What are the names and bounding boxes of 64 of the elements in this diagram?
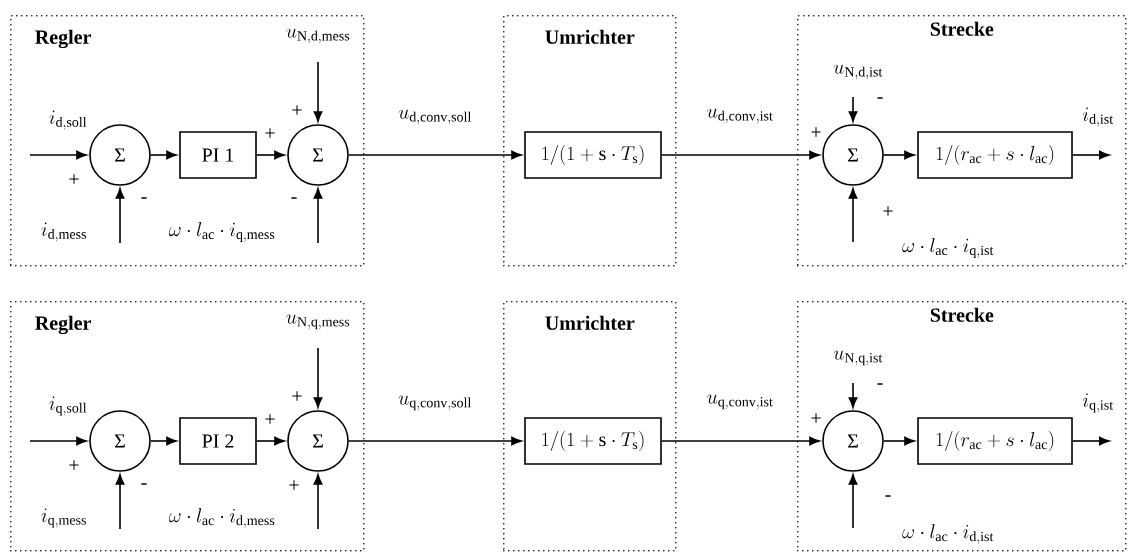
sign-label: + [265,414,275,424]
arrow [348,150,522,160]
arrow [313,61,323,122]
signal-label: $i_{\mathrm{q,soll}}$ [49,396,87,416]
signal-label: $\omega\cdot l_{\mathrm{ac}}\cdot i_{\mathrm{d,ist}}$ [902,524,994,544]
signal-label: $i_{\mathrm{d,mess}}$ [41,222,86,242]
signal-label: $i_{\mathrm{d,ist}}$ [1082,107,1114,127]
sign-label: - [141,483,147,485]
arrow [848,188,858,243]
arrow [1072,436,1110,446]
signal-label: $u_{\mathrm{d,conv,soll}}$ [398,109,472,125]
transfer-block: $1/(1+\mathrm{s}\cdot T_{\mathrm{s}})$ [524,131,662,179]
sign-label: + [265,128,275,138]
arrow [256,436,285,446]
signal-label: $u_{\mathrm{q,conv,soll}}$ [398,395,472,411]
transfer-block: $1/(r_{\mathrm{ac}}+s\cdot l_{\mathrm{ac}})$ [917,131,1073,179]
signal-label: $\omega\cdot l_{\mathrm{ac}}\cdot i_{\mathrm{q,ist}}$ [902,238,994,258]
arrow [115,188,125,244]
arrow [883,436,915,446]
sign-label: + [292,105,302,115]
signal-label: $u_{\mathrm{N,q,ist}}$ [833,350,883,366]
arrow [115,474,125,530]
sign-label: + [883,206,893,216]
signal-label: $\omega\cdot l_{\mathrm{ac}}\cdot i_{\mathrm{d,mess}}$ [168,508,275,528]
sign-label: + [292,391,302,401]
arrow [150,150,177,160]
arrow [883,150,915,160]
arrow [848,96,858,122]
arrow [1072,150,1110,160]
sign-label: + [811,127,821,137]
signal-label: $\omega\cdot l_{\mathrm{ac}}\cdot i_{\mathrm{q,mess}}$ [168,222,275,242]
signal-label: $u_{\mathrm{N,q,mess}}$ [286,314,350,330]
sign-label: - [291,197,297,199]
sign-label: + [69,174,79,184]
arrow [29,436,87,446]
arrow [256,150,285,160]
arrow [661,150,820,160]
arrow [150,436,177,446]
arrow [313,474,323,530]
transfer-block: PI 2 [179,417,257,465]
sign-label: + [69,460,79,470]
arrow [348,436,522,446]
arrow [313,188,323,244]
signal-label: $i_{\mathrm{q,ist}}$ [1082,393,1114,413]
sign-label: + [289,480,299,490]
sign-label: - [877,97,883,99]
signal-label: $u_{\mathrm{N,d,ist}}$ [833,64,883,80]
sign-label: - [885,495,891,497]
signal-label: $u_{\mathrm{d,conv,ist}}$ [707,108,773,124]
sign-label: - [141,197,147,199]
arrow [848,382,858,408]
signal-label: $u_{\mathrm{N,d,mess}}$ [286,28,350,44]
arrow [661,436,820,446]
transfer-block: $1/(r_{\mathrm{ac}}+s\cdot l_{\mathrm{ac}})$ [917,417,1073,465]
signal-label: $i_{\mathrm{q,mess}}$ [41,508,86,528]
sign-label: + [811,413,821,423]
sign-label: - [877,383,883,385]
transfer-block: PI 1 [179,131,257,179]
signal-label: $i_{\mathrm{d,soll}}$ [49,110,87,130]
signal-label: $u_{\mathrm{q,conv,ist}}$ [707,394,773,410]
transfer-block: $1/(1+\mathrm{s}\cdot T_{\mathrm{s}})$ [524,417,662,465]
arrow [313,347,323,408]
arrow [29,150,87,160]
arrow [848,474,858,529]
